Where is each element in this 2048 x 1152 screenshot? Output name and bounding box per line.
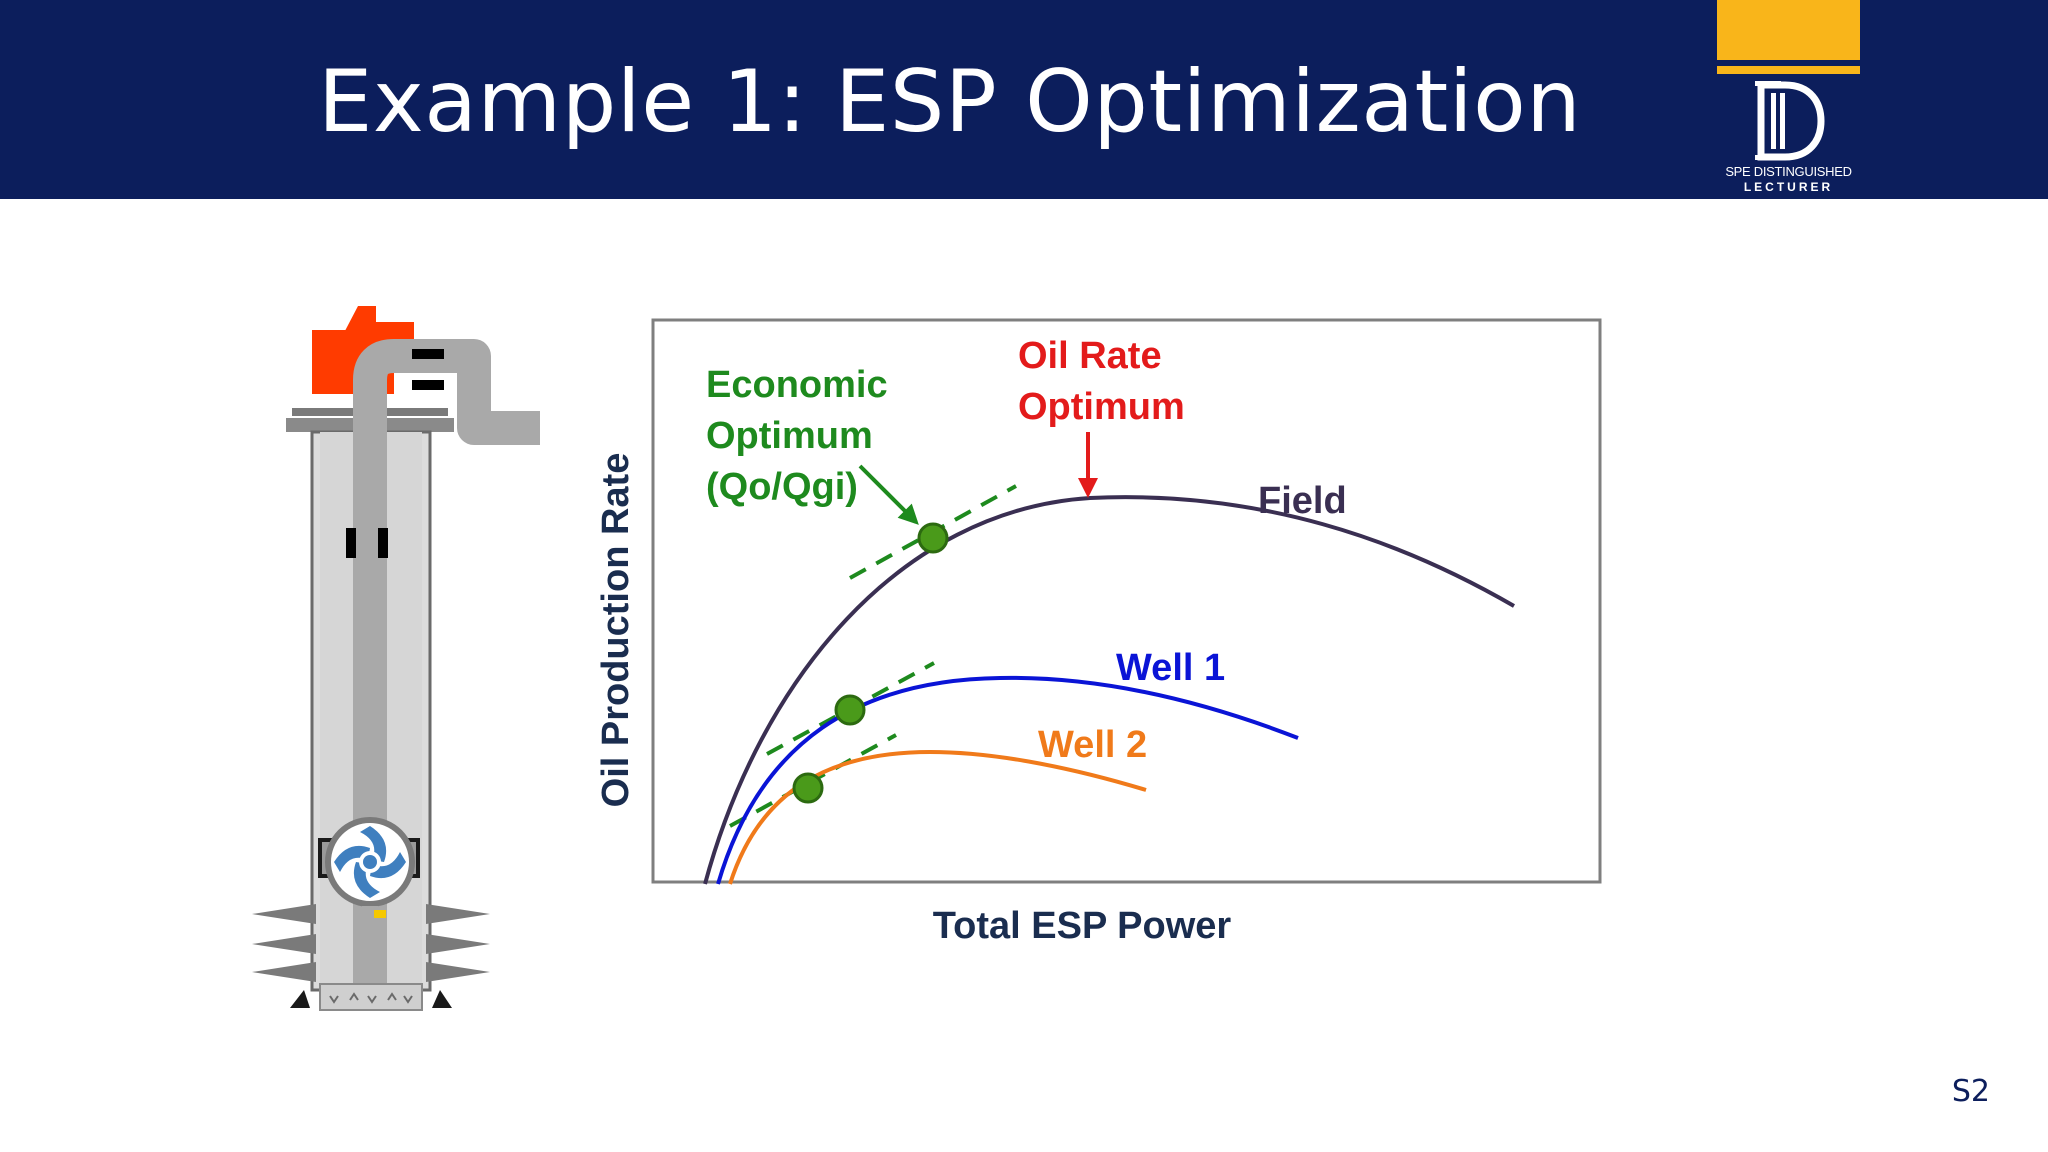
well1-optimum-marker <box>834 694 866 726</box>
field-curve-label: Field <box>1258 480 1347 522</box>
well1-curve-label: Well 1 <box>1116 647 1225 689</box>
wellbore-schematic <box>252 306 540 1011</box>
spe-distinguished-lecturer-logo: SPE DISTINGUISHED LECTURER <box>1717 0 1860 199</box>
field-curve <box>703 495 1516 885</box>
slide-number: S2 <box>1951 1074 1990 1109</box>
logo-line2: LECTURER <box>1743 180 1834 194</box>
well2-curve <box>728 749 1147 885</box>
well2-optimum-marker <box>792 772 824 804</box>
oil-rate-optimum-label-line2: Optimum <box>1018 386 1185 428</box>
economic-optimum-label-line1: Economic <box>706 364 888 406</box>
x-axis-label: Total ESP Power <box>933 905 1232 947</box>
field-optimum-marker <box>917 522 949 554</box>
oil-rate-optimum-label-line1: Oil Rate <box>1018 335 1162 377</box>
logo-gold-bar <box>1717 0 1860 60</box>
logo-d-icon <box>1717 78 1860 164</box>
well1-curve <box>716 675 1299 885</box>
logo-line1: SPE DISTINGUISHED <box>1725 164 1852 179</box>
economic-optimum-label-line2: Optimum <box>706 415 873 457</box>
slide-header: Example 1: ESP Optimization SPE DISTINGU… <box>0 0 2048 199</box>
slide-title: Example 1: ESP Optimization <box>318 52 1582 152</box>
economic-optimum-arrow <box>858 464 919 525</box>
impeller-blades <box>334 826 406 898</box>
well2-curve-label: Well 2 <box>1038 724 1147 766</box>
logo-gold-stripe <box>1717 66 1860 74</box>
y-axis-label: Oil Production Rate <box>595 453 637 808</box>
economic-optimum-label-line3: (Qo/Qgi) <box>706 466 858 508</box>
